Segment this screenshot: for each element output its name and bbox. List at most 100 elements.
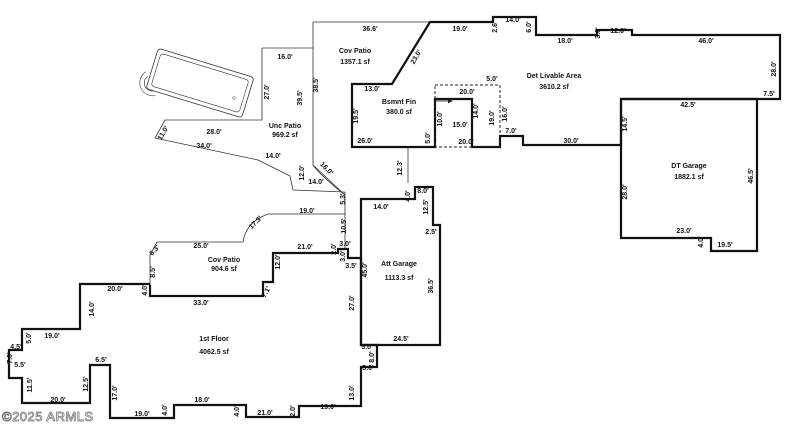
dimension-label: 34.0' [196, 143, 212, 150]
dimension-label: 19.0' [44, 333, 60, 340]
dimension-label: 2.0' [331, 243, 338, 255]
dimension-label: 45.0' [362, 262, 369, 278]
dimension-label: 12.3' [397, 160, 404, 176]
dimension-label: 2.0' [290, 405, 297, 417]
dimension-label: 28.0' [771, 61, 778, 77]
cov-patio-mid-outline [149, 192, 346, 285]
dimension-label: 13.0' [349, 385, 356, 401]
dimension-label: 46.5' [748, 168, 755, 184]
dimension-labels: 36.6' 19.0' 2.6' 14.0' 6.0' 18.0' 3.0' 12.0' 46.… [7, 17, 778, 418]
dimension-label: 27.0' [349, 295, 356, 311]
dimension-label: 39.5' [297, 90, 304, 106]
room-name: Cov Patio [339, 48, 371, 55]
room-area: 4062.5 sf [199, 349, 229, 356]
dimension-label: 7.1' [261, 285, 273, 299]
dimension-label: 6.0' [526, 21, 533, 33]
dimension-label: 4.0' [405, 190, 412, 202]
dimension-label: 46.0' [698, 38, 714, 45]
room-name: Att Garage [381, 261, 417, 268]
dimension-label: 20.0' [107, 286, 123, 293]
dimension-label: 14.0' [308, 179, 324, 186]
dimension-label: 26.0' [357, 138, 373, 145]
dimension-label: 42.5' [680, 102, 696, 109]
room-area: 969.2 sf [272, 132, 298, 139]
dimension-label: 36.5' [428, 278, 435, 294]
dimension-label: 21.0' [257, 410, 273, 417]
dimension-label: 30.0' [563, 138, 579, 145]
dimension-label: 14.5' [622, 116, 629, 132]
dimension-label: 10.0' [437, 111, 444, 127]
dimension-label: 3.0' [595, 27, 602, 39]
room-area: 1113.3 sf [385, 275, 414, 282]
dimension-label: 2.5' [425, 229, 437, 236]
dimension-label: 12.5' [423, 199, 430, 215]
dimension-label: 3.5' [345, 263, 357, 270]
room-name: DT Garage [671, 163, 707, 170]
dimension-label: 5.0' [486, 76, 498, 83]
dimension-label: 2.6' [492, 21, 499, 33]
dimension-label: 16.0' [318, 161, 334, 177]
dimension-label: 10.5' [341, 218, 348, 234]
dimension-label: 33.0' [193, 300, 209, 307]
room-name: Unc Patio [269, 123, 301, 130]
dimension-label: 7.0' [505, 128, 517, 135]
dimension-label: 19.5' [353, 108, 360, 124]
dimension-label: 4.5' [10, 344, 22, 351]
dimension-label: 23.0' [676, 228, 692, 235]
dimension-label: 28.0' [206, 129, 222, 136]
dimension-label: 7.5' [763, 91, 775, 98]
dimension-label: 12.0' [299, 165, 306, 181]
dimension-label: 14.0' [473, 103, 480, 119]
dimension-label: 24.5' [393, 336, 409, 343]
dimension-label: 5.0' [362, 365, 374, 372]
dimension-label: 20.0' [50, 397, 66, 404]
room-name: Bsmnt Fin [382, 99, 416, 106]
dimension-label: 18.0' [194, 397, 210, 404]
dimension-label: 14.0' [265, 153, 281, 160]
dimension-label: 5.0' [425, 132, 432, 144]
dimension-label: 3.0' [340, 250, 347, 262]
dimension-label: 19.0' [134, 411, 150, 418]
att-garage-outline [359, 185, 442, 347]
first-floor-outline [7, 247, 379, 420]
dimension-label: 36.6' [362, 26, 378, 33]
dimension-label: 5.0' [361, 344, 373, 351]
room-name: 1st Floor [199, 336, 229, 343]
dimension-label: 20.0' [458, 139, 474, 146]
dimension-label: 8.0' [417, 188, 429, 195]
room-area: 3610.2 sf [539, 84, 569, 91]
dimension-label: 12.0' [610, 28, 626, 35]
dimension-label: 17.0' [112, 385, 119, 401]
dt-garage-outline [619, 97, 759, 253]
room-area: 1882.1 sf [674, 174, 704, 181]
room-area: 380.0 sf [386, 109, 412, 116]
dimension-label: 5.3' [340, 193, 347, 205]
dimension-label: 21.0' [297, 244, 313, 251]
cov-patio-top-outline [312, 21, 430, 196]
dimension-label: 19.0' [452, 26, 468, 33]
dimension-label: 6.3' [148, 244, 161, 257]
dimension-label: 28.0' [622, 184, 629, 200]
dimension-label: 4.0' [234, 405, 241, 417]
dimension-label: 19.0' [489, 110, 496, 126]
dimension-label: 19.0' [299, 208, 315, 215]
pool-icon [139, 48, 254, 118]
dimension-label: 19.5' [717, 242, 733, 249]
room-name: Cov Patio [208, 257, 240, 264]
dimension-label: 13.0' [364, 86, 380, 93]
dimension-label: 6.5' [95, 357, 107, 364]
dimension-label: 8.5' [150, 266, 157, 278]
dimension-label: 3.0' [339, 241, 351, 248]
dimension-label: 38.5' [313, 77, 320, 93]
dimension-label: 4.0' [162, 404, 169, 416]
dimension-label: 4.0' [142, 284, 149, 296]
dimension-label: 11.5' [27, 377, 34, 392]
dimension-label: 17.3' [248, 215, 264, 231]
dimension-label: 5.5' [14, 362, 26, 369]
dimension-label: 14.0' [373, 204, 389, 211]
dimension-label: 16.0' [502, 106, 509, 122]
room-name: Det Livable Area [527, 73, 582, 80]
dimension-label: 12.0' [275, 254, 282, 270]
dimension-label: 11.0' [157, 125, 171, 142]
